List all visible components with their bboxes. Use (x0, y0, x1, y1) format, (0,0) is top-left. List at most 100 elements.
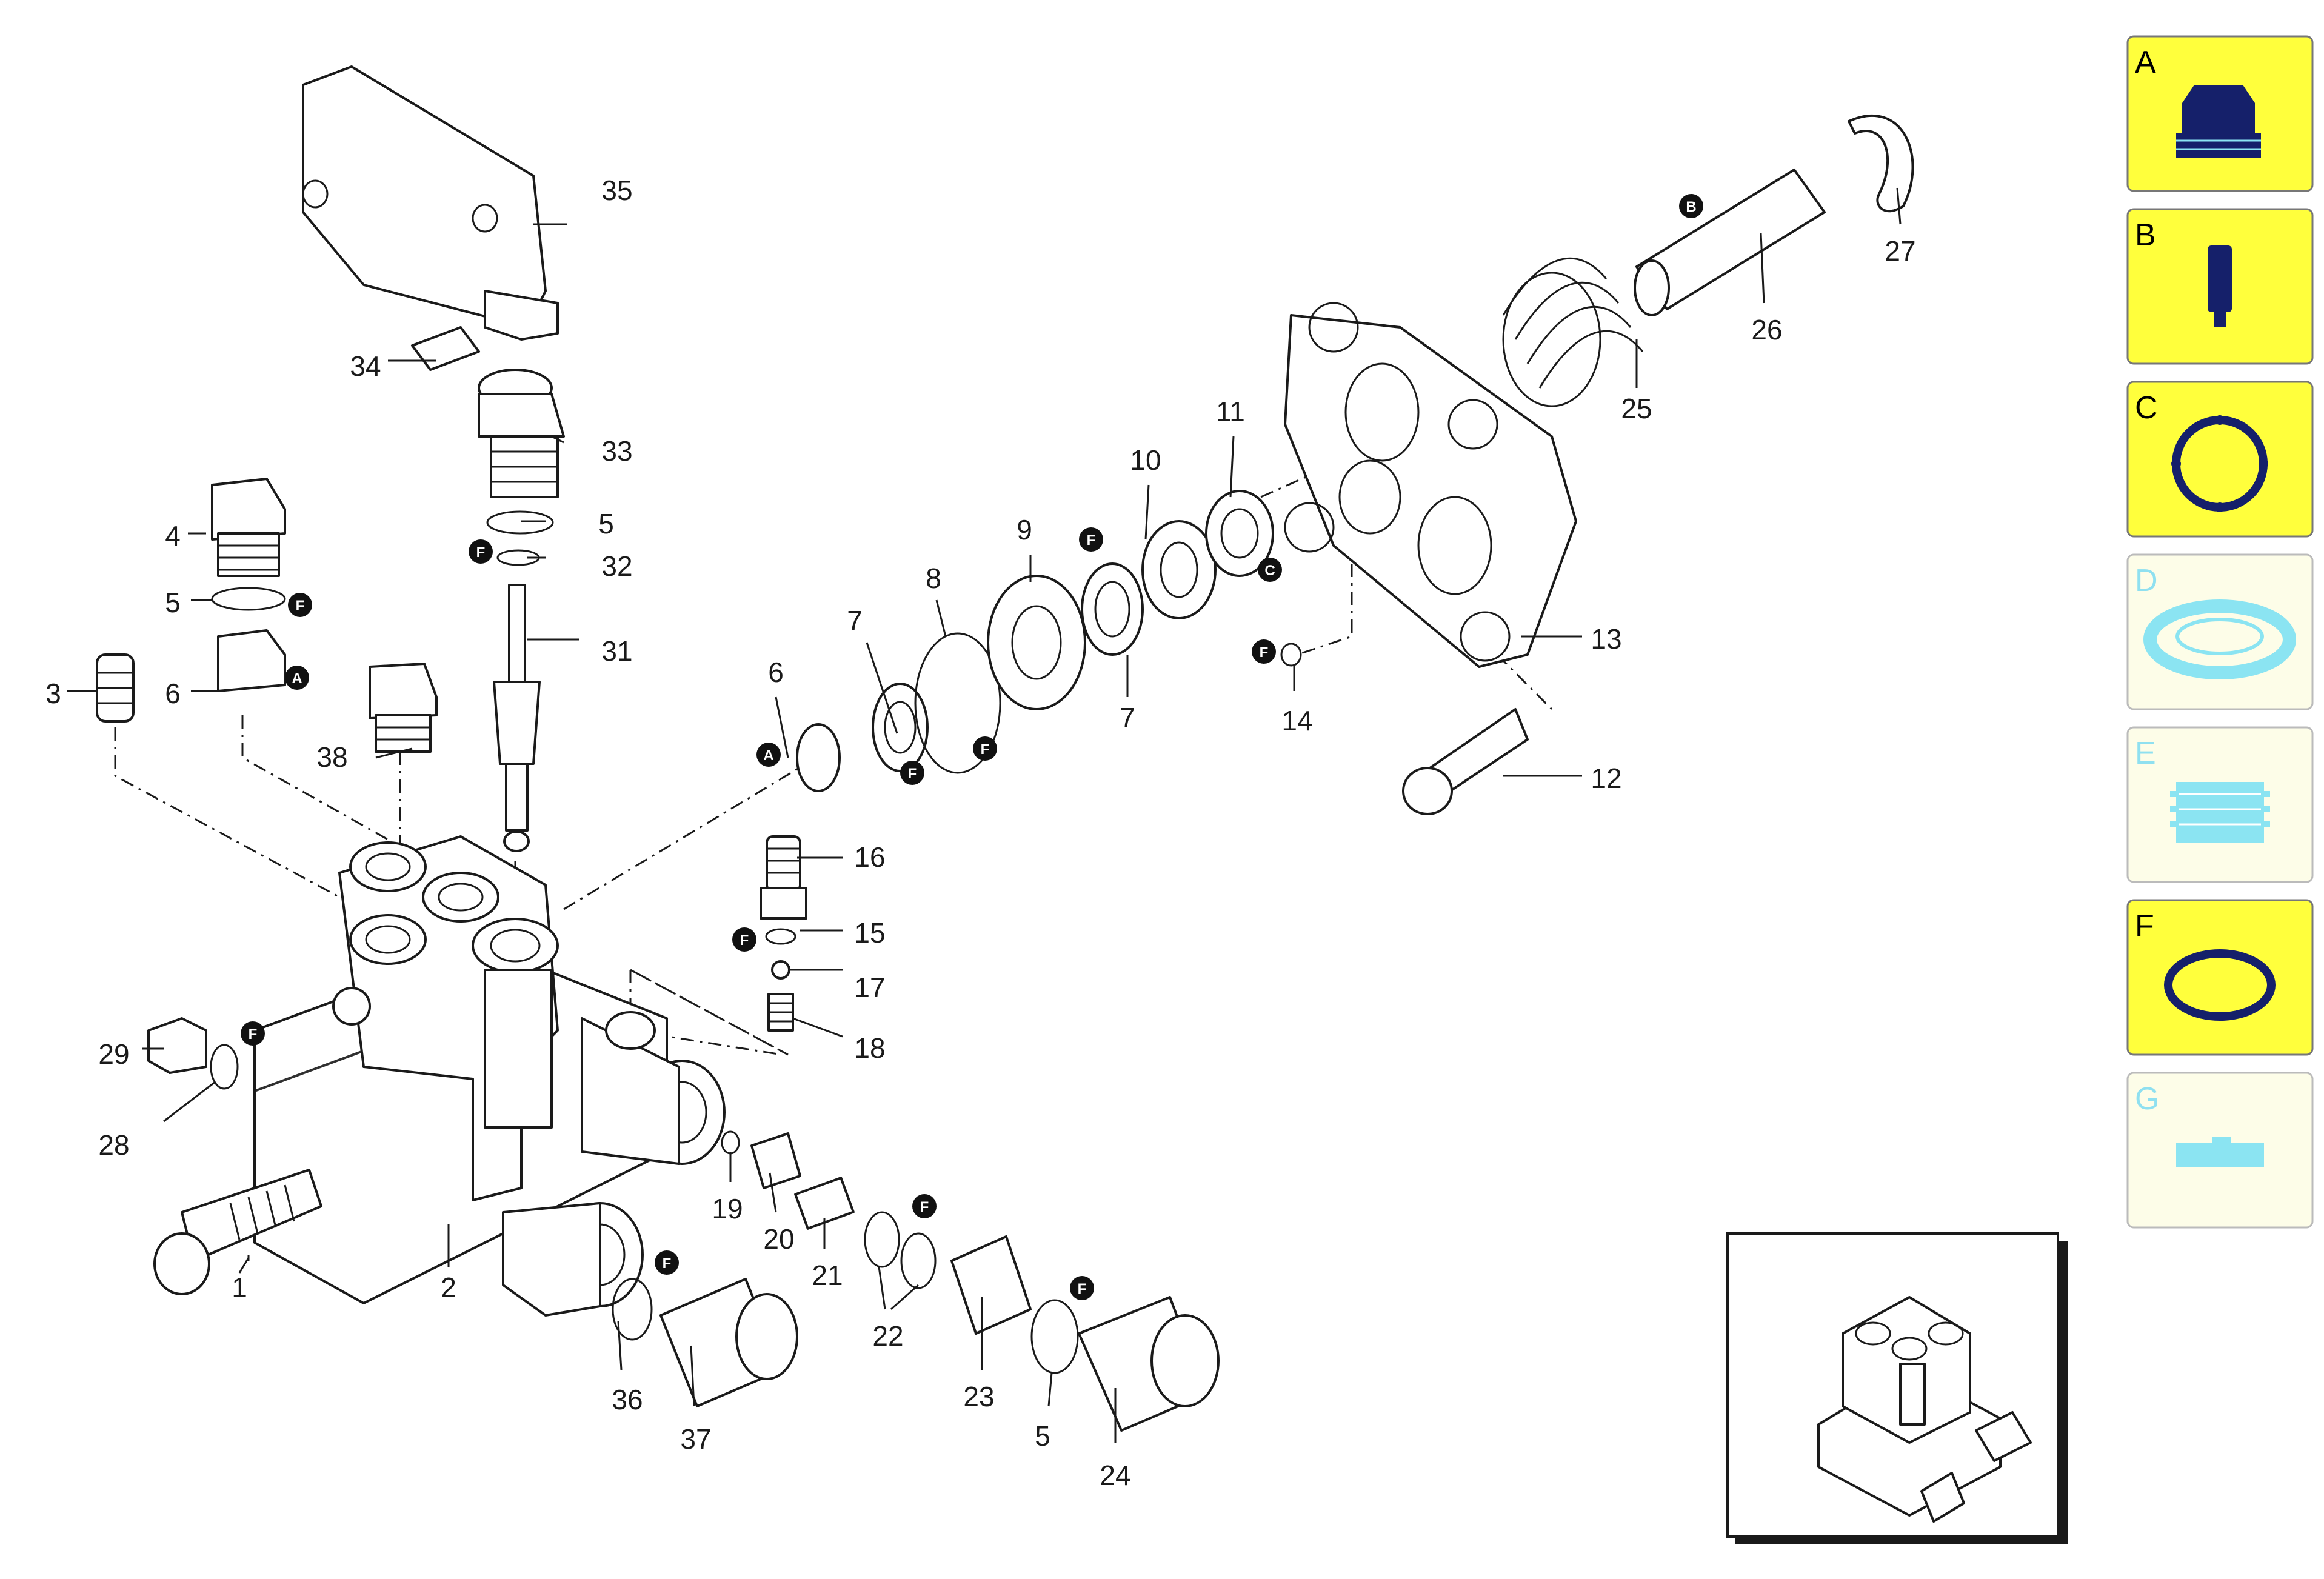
callout-2: 2 (441, 1272, 456, 1303)
o-ring-icon (2164, 949, 2276, 1021)
callout-26: 26 (1751, 314, 1782, 346)
badge-f-10: F (912, 1194, 937, 1218)
svg-text:F: F (981, 741, 990, 758)
svg-text:F: F (249, 1026, 258, 1043)
callout-9: 9 (1017, 514, 1032, 546)
badge-f-11: F (1070, 1276, 1094, 1300)
callout-22: 22 (872, 1320, 903, 1352)
seal-stack (796, 490, 1274, 792)
svg-text:F: F (296, 598, 305, 614)
callout-8: 8 (926, 562, 941, 594)
callout-37: 37 (680, 1423, 711, 1455)
unloader-parts (760, 835, 807, 1032)
callout-18: 18 (854, 1032, 885, 1064)
callout-13: 13 (1591, 623, 1621, 655)
svg-text:F: F (476, 544, 486, 561)
svg-text:A: A (763, 747, 773, 764)
callout-23: 23 (963, 1381, 994, 1412)
svg-text:F: F (663, 1255, 672, 1272)
svg-text:F: F (740, 932, 749, 949)
badge-b-1: B (1679, 194, 1703, 218)
callout-numbers: 1 2 3 4 5 6 5 5 6 7 7 8 9 10 11 12 13 14… (45, 175, 1915, 1491)
svg-text:F: F (1078, 1281, 1087, 1297)
kit-tile-g[interactable]: G (2126, 1072, 2314, 1229)
callout-5b: 5 (598, 508, 614, 539)
svg-text:D: D (2135, 563, 2158, 598)
svg-text:F: F (908, 766, 917, 782)
badge-f-1: F (288, 593, 312, 617)
badge-a-1: A (285, 666, 309, 690)
kit-tile-f[interactable]: F (2126, 899, 2314, 1056)
svg-text:B: B (2135, 218, 2156, 253)
leader-lines (67, 187, 1902, 1443)
left-valve-parts (96, 478, 438, 1090)
badge-f-9: F (655, 1250, 679, 1275)
pump-head (1280, 302, 1577, 815)
callout-36: 36 (612, 1384, 643, 1415)
badge-f-6: F (1252, 639, 1276, 664)
callout-33: 33 (601, 435, 632, 467)
badge-f-7: F (732, 927, 756, 952)
svg-text:F: F (920, 1199, 929, 1215)
badge-c-1: C (1258, 558, 1282, 582)
svg-text:F: F (1087, 532, 1096, 549)
badge-f-3: F (900, 761, 924, 785)
manifold-body (253, 835, 726, 1317)
svg-text:G: G (2135, 1081, 2159, 1117)
callout-7a: 7 (847, 605, 863, 636)
callout-12: 12 (1591, 763, 1621, 794)
callout-35: 35 (601, 175, 632, 206)
callout-15: 15 (854, 917, 885, 949)
kit-tile-b[interactable]: B (2126, 208, 2314, 365)
callout-38: 38 (316, 741, 347, 773)
kit-tile-d[interactable]: D (2126, 553, 2314, 710)
piston-icon (2208, 245, 2232, 327)
svg-text:B: B (1686, 199, 1696, 215)
callout-7b: 7 (1120, 702, 1135, 733)
svg-text:F: F (2135, 909, 2154, 944)
callout-32: 32 (601, 550, 632, 582)
retainer-ring-icon (2171, 415, 2268, 512)
callout-29: 29 (98, 1038, 129, 1070)
svg-text:E: E (2135, 736, 2156, 771)
badge-f-4: F (973, 736, 997, 761)
callout-4: 4 (165, 520, 181, 552)
callout-14: 14 (1281, 705, 1312, 736)
outlet-parts (612, 1130, 1220, 1432)
callout-34: 34 (350, 350, 381, 382)
assembly-inset (1726, 1232, 2068, 1544)
callout-3: 3 (45, 678, 61, 709)
callout-6a: 6 (165, 678, 181, 709)
callout-6b: 6 (768, 656, 784, 688)
piston-assembly (1502, 114, 1914, 407)
badge-a-2: A (756, 743, 781, 767)
callout-21: 21 (812, 1260, 843, 1291)
callout-25: 25 (1621, 393, 1652, 424)
callout-17: 17 (854, 972, 885, 1003)
kit-tile-a[interactable]: A (2126, 35, 2314, 192)
key-icon (2176, 1137, 2264, 1167)
badge-f-5: F (1079, 527, 1103, 552)
callout-24: 24 (1100, 1460, 1130, 1491)
callout-31: 31 (601, 635, 632, 667)
kit-tile-e[interactable]: E (2126, 726, 2314, 883)
seal-icon (2143, 599, 2296, 679)
bolt-1 (153, 1169, 322, 1295)
bellows-icon (2170, 782, 2270, 843)
svg-text:C: C (2135, 390, 2158, 426)
svg-text:C: C (1264, 562, 1275, 579)
callout-11: 11 (1216, 396, 1245, 427)
top-valve-parts (302, 65, 565, 852)
callout-27: 27 (1885, 235, 1915, 267)
badge-f-8: F (241, 1021, 265, 1046)
callout-5a: 5 (165, 587, 181, 618)
kit-badges: A A B C F F F F F F F F F F F (241, 194, 1703, 1300)
callout-28: 28 (98, 1129, 129, 1161)
callout-16: 16 (854, 841, 885, 873)
kit-tile-c[interactable]: C (2126, 381, 2314, 538)
callout-10: 10 (1130, 444, 1161, 476)
callout-20: 20 (763, 1223, 794, 1255)
callout-1: 1 (232, 1272, 247, 1303)
kit-legend: A B C (2126, 35, 2314, 1229)
